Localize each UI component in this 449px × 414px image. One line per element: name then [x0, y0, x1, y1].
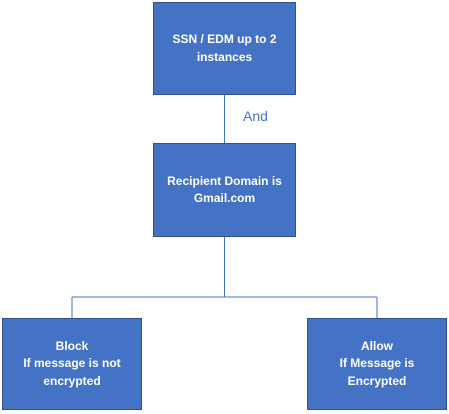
- node-block-action: Block If message is not encrypted: [2, 318, 142, 410]
- node-ssn-edm-condition: SSN / EDM up to 2 instances: [153, 2, 296, 95]
- node-top-line2: instances: [196, 49, 253, 64]
- node-middle-line2: Gmail.com: [193, 191, 256, 205]
- node-left-line3: encrypted: [43, 373, 101, 388]
- node-right-line1: Allow: [361, 338, 393, 353]
- node-left-line1: Block: [55, 338, 89, 353]
- node-top-line1: SSN / EDM up to 2: [172, 32, 277, 47]
- node-recipient-domain-condition: Recipient Domain is Gmail.com: [153, 143, 296, 237]
- and-connector-label: And: [243, 108, 268, 124]
- node-allow-action: Allow If Message is Encrypted: [307, 318, 447, 410]
- node-left-line2: If message is not: [23, 356, 121, 371]
- node-right-line2: If Message is Encrypted: [339, 356, 415, 388]
- node-middle-line1: Recipient Domain is: [167, 173, 282, 188]
